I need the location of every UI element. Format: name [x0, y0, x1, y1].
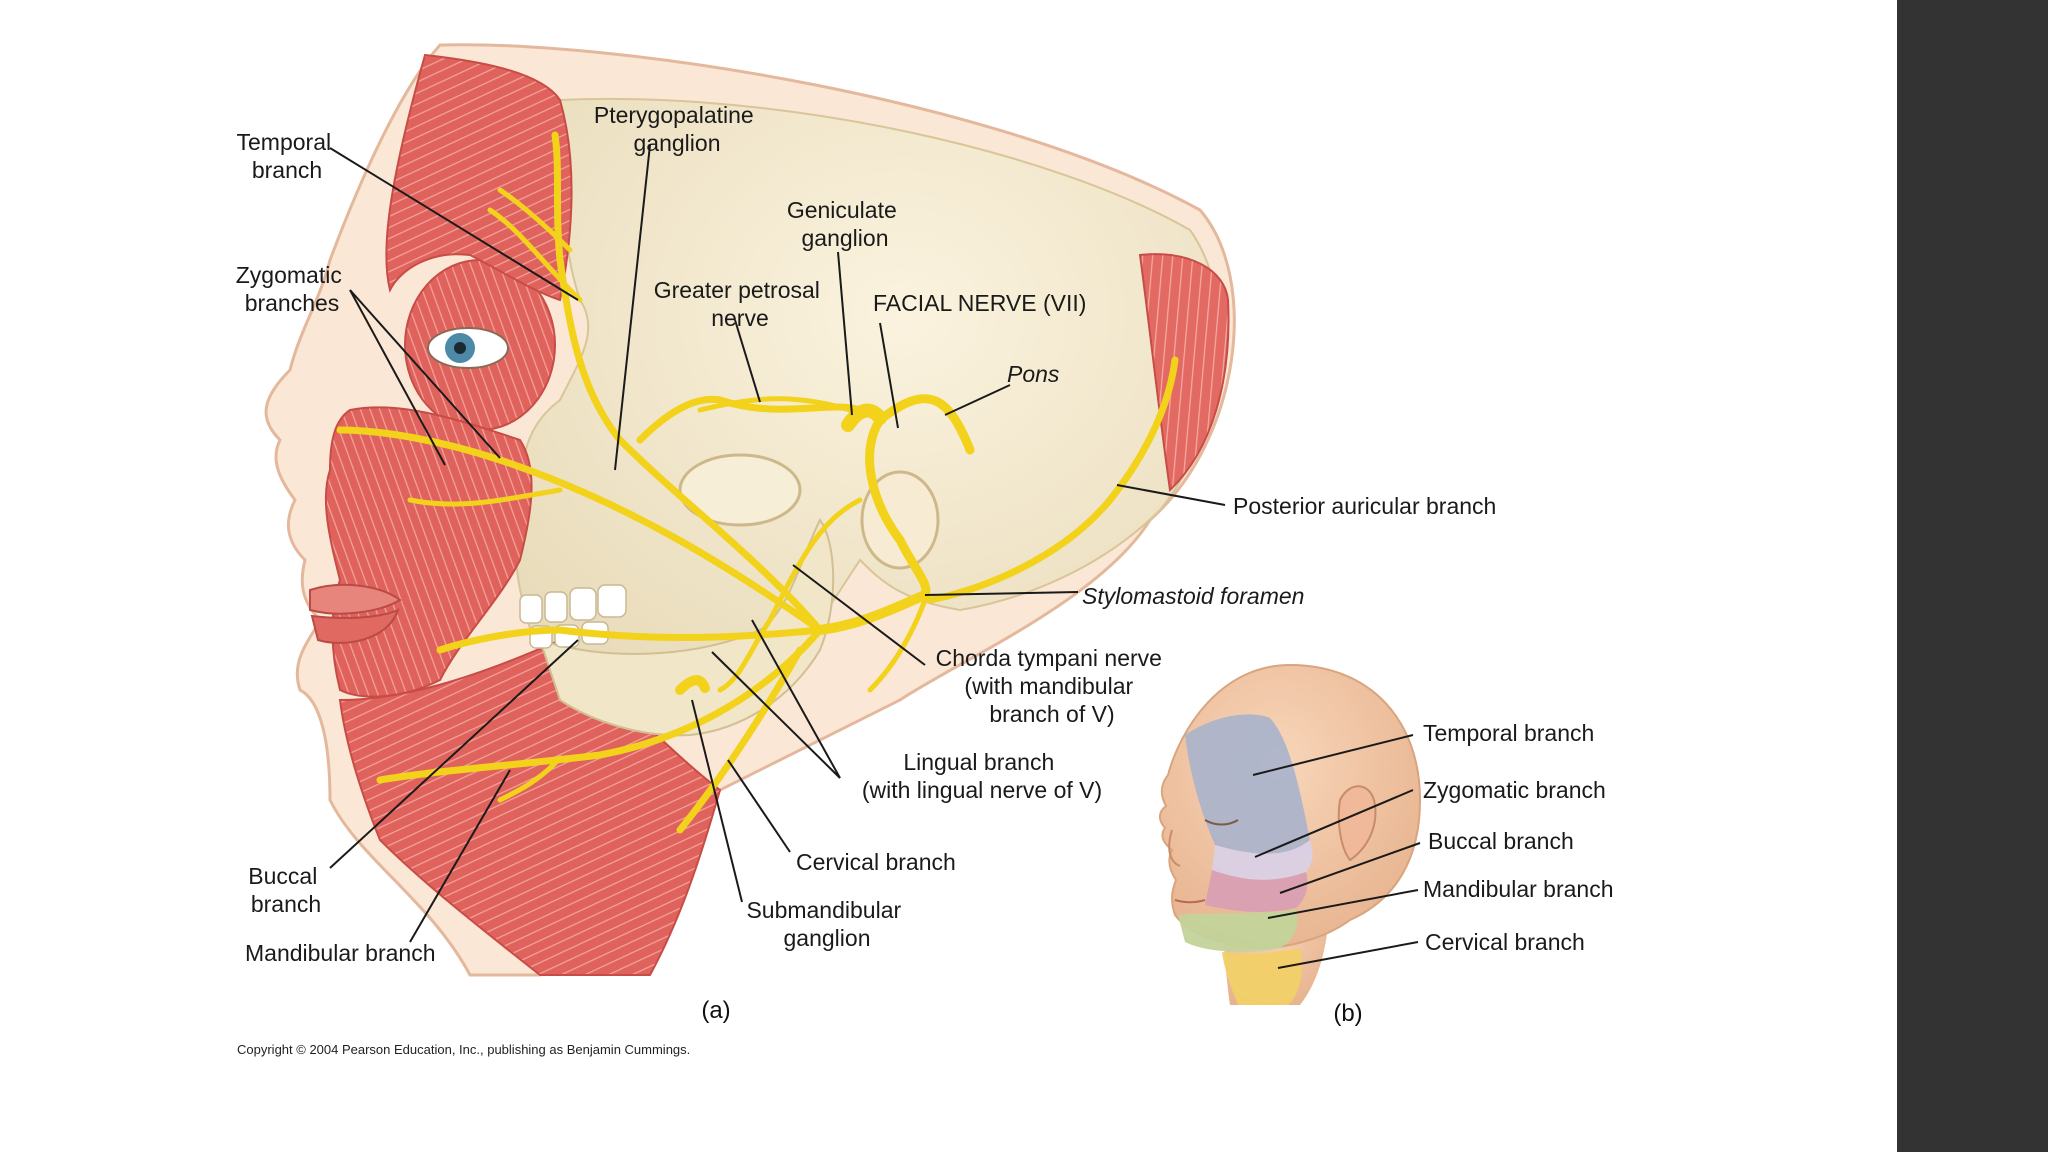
label-stylomastoid-foramen: Stylomastoid foramen [1082, 583, 1304, 609]
labels-a: Temporal branch Zygomatic branches Ptery… [236, 102, 1497, 966]
inset-label-zygomatic-branch: Zygomatic branch [1423, 777, 1606, 803]
label-mandibular-branch: Mandibular branch [245, 940, 436, 966]
lips [309, 583, 402, 615]
label-submandibular-ganglion: Submandibular ganglion [746, 897, 907, 951]
inset-ear [1337, 785, 1377, 862]
facial-nerve [336, 131, 1179, 834]
inset-label-mandibular-branch: Mandibular branch [1423, 876, 1614, 902]
zone-mandibular [1178, 910, 1298, 952]
lower-lip [310, 608, 400, 644]
zone-zygomatic [1212, 840, 1313, 880]
inset-label-cervical-branch: Cervical branch [1425, 929, 1585, 955]
figure-b-illustration [1158, 663, 1422, 1005]
occipital-muscle [1138, 253, 1230, 493]
leader-lines-a [329, 144, 1226, 943]
label-cervical-branch: Cervical branch [796, 849, 956, 875]
leader-lines-b [1252, 734, 1421, 969]
zygomatic-arch [678, 453, 802, 527]
inset-eye [1204, 819, 1239, 826]
label-buccal-branch: Buccal branch [248, 863, 323, 917]
zone-cervical [1222, 948, 1302, 1005]
label-lingual-branch: Lingual branch (with lingual nerve of V) [862, 749, 1102, 803]
copyright-notice: Copyright © 2004 Pearson Education, Inc.… [237, 1042, 690, 1057]
label-posterior-auricular-branch: Posterior auricular branch [1233, 493, 1496, 519]
inset-label-temporal-branch: Temporal branch [1423, 720, 1594, 746]
label-chorda-tympani-nerve: Chorda tympani nerve (with mandibular br… [936, 645, 1169, 727]
side-panel [1897, 0, 2048, 1152]
caption-b: (b) [1333, 1000, 1362, 1027]
label-greater-petrosal-nerve: Greater petrosal nerve [654, 277, 827, 331]
zone-buccal [1205, 870, 1308, 912]
inset-nose [1168, 829, 1181, 867]
zone-temporal [1185, 714, 1310, 854]
labels-b: Temporal branch Zygomatic branch Buccal … [1423, 720, 1614, 955]
label-facial-nerve: FACIAL NERVE (VII) [873, 290, 1086, 316]
label-temporal-branch: Temporal branch [237, 129, 338, 183]
label-geniculate-ganglion: Geniculate ganglion [787, 197, 903, 251]
caption-a: (a) [701, 997, 730, 1024]
label-pons: Pons [1007, 361, 1060, 387]
figure-a-illustration [264, 43, 1236, 977]
inset-label-buccal-branch: Buccal branch [1428, 828, 1574, 854]
label-pterygopalatine-ganglion: Pterygopalatine ganglion [594, 102, 760, 156]
label-zygomatic-branches: Zygomatic branches [236, 262, 348, 316]
inset-mouth [1174, 899, 1206, 904]
pupil [454, 342, 466, 354]
